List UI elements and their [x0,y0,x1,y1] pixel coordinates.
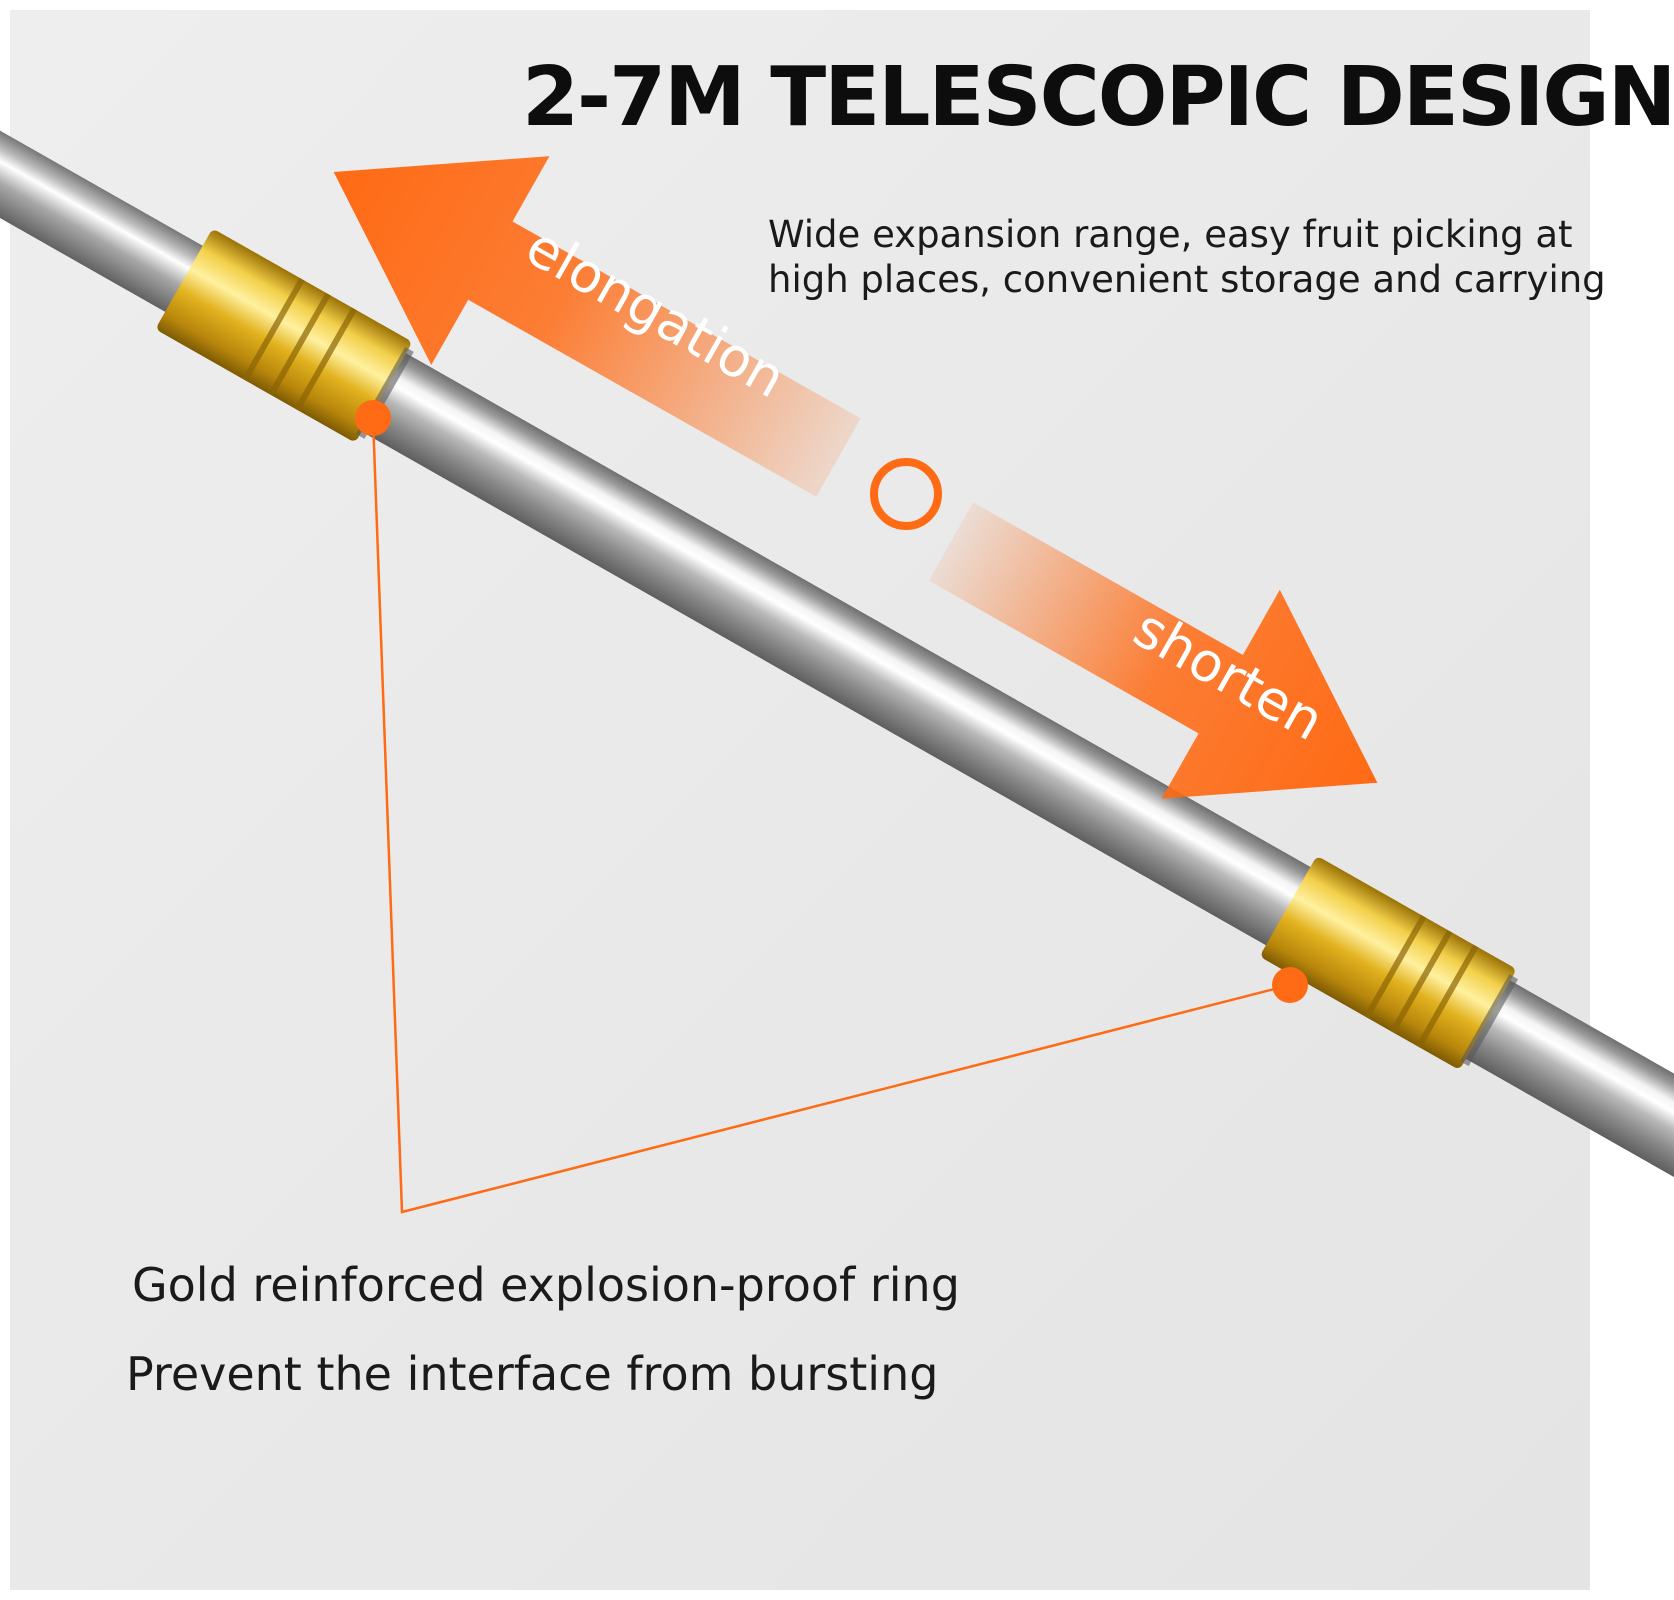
elongation-arrow-icon [333,156,861,497]
headline: 2-7M TELESCOPIC DESIGN [522,50,1674,145]
feature-line-2: Prevent the interface from bursting [126,1347,939,1401]
product-image: elongation shorten 2-7M TELESCOPIC DESIG… [0,10,1674,1590]
feature-line-1: Gold reinforced explosion-proof ring [132,1258,960,1312]
gold-ring-lower [1261,857,1519,1068]
pole-illustration: elongation shorten [0,10,1674,1590]
pole-section-main [274,303,1467,1035]
callout-dot-upper [355,400,391,436]
subtitle: Wide expansion range, easy fruit picking… [768,212,1606,302]
callout-dot-lower [1272,967,1308,1003]
shorten-arrow-icon [928,502,1378,799]
subtitle-line-2: high places, convenient storage and carr… [768,258,1606,301]
subtitle-line-1: Wide expansion range, easy fruit picking… [768,213,1573,256]
callout-lines [371,417,1291,1214]
center-ring-icon [870,458,942,530]
